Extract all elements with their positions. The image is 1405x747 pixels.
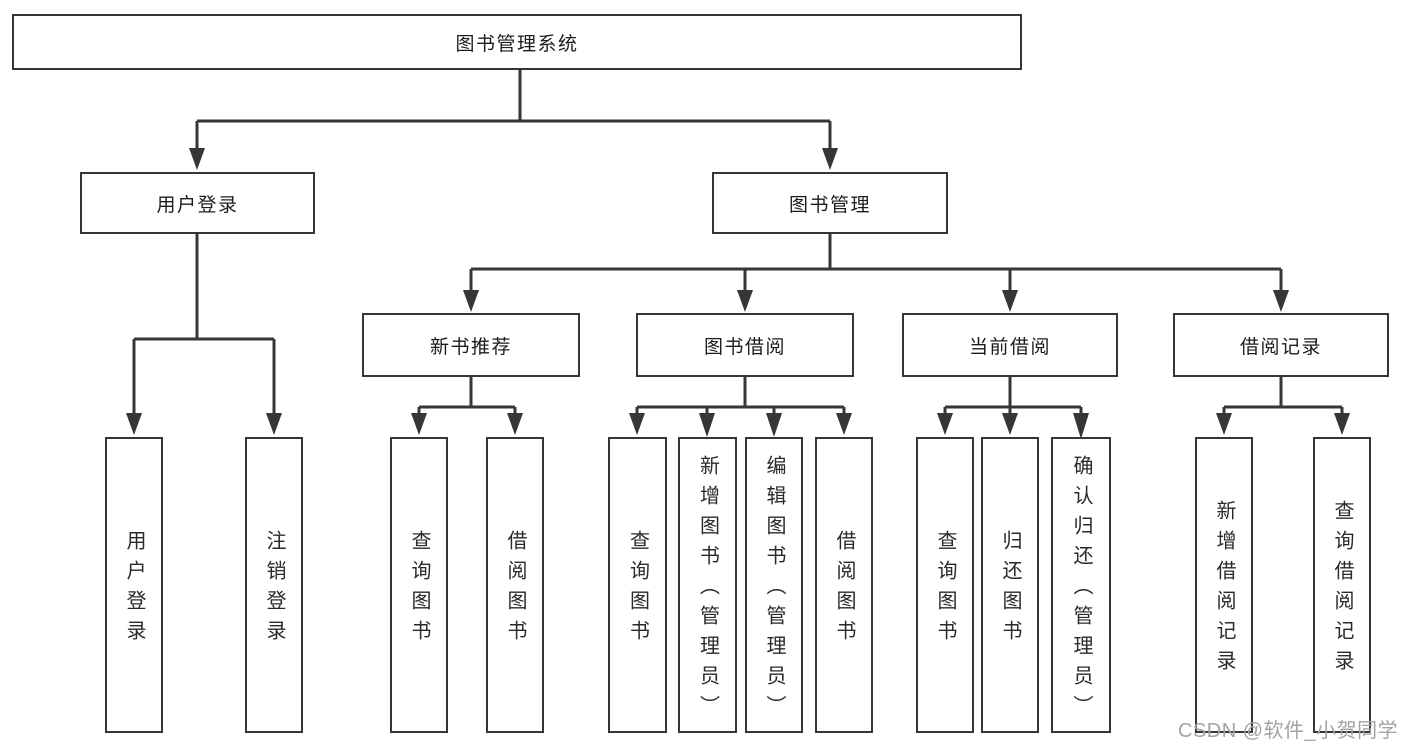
node-label: 注销登录	[263, 530, 285, 650]
node-label: 用户登录	[156, 194, 239, 216]
leaf-add-books-admin: 新增图书（管理员）	[678, 437, 737, 733]
node-label: 借阅图书	[833, 530, 855, 650]
leaf-user-login: 用户登录	[105, 437, 163, 733]
node-book-borrow: 图书借阅	[636, 313, 854, 377]
leaf-borrow-books-recommend: 借阅图书	[486, 437, 544, 733]
node-label: 新书推荐	[429, 336, 512, 358]
leaf-confirm-return-admin: 确认归还（管理员）	[1051, 437, 1111, 733]
node-label: 查询借阅记录	[1331, 500, 1353, 680]
leaf-borrow-books: 借阅图书	[815, 437, 873, 733]
node-label: 用户登录	[123, 530, 145, 650]
node-label: 查询图书	[626, 530, 649, 650]
node-label: 编辑图书（管理员）	[763, 455, 785, 725]
leaf-return-books: 归还图书	[981, 437, 1039, 733]
leaf-query-borrow-record: 查询借阅记录	[1313, 437, 1371, 733]
node-label: 借阅图书	[504, 530, 526, 650]
node-label: 查询图书	[934, 530, 956, 650]
node-label: 新增借阅记录	[1213, 500, 1235, 680]
leaf-query-books-borrow: 查询图书	[608, 437, 667, 733]
leaf-query-books-current: 查询图书	[916, 437, 974, 733]
leaf-add-borrow-record: 新增借阅记录	[1195, 437, 1253, 733]
node-new-book-recommend: 新书推荐	[362, 313, 580, 377]
node-book-management: 图书管理	[712, 172, 948, 234]
node-borrow-records: 借阅记录	[1173, 313, 1389, 377]
leaf-edit-books-admin: 编辑图书（管理员）	[745, 437, 803, 733]
node-label: 归还图书	[999, 530, 1021, 650]
node-library-management-system: 图书管理系统	[12, 14, 1022, 70]
node-label: 借阅记录	[1239, 336, 1322, 358]
node-label: 查询图书	[408, 530, 430, 650]
csdn-watermark: CSDN @软件_小贺同学	[1178, 720, 1399, 742]
leaf-query-books-recommend: 查询图书	[390, 437, 448, 733]
node-user-login: 用户登录	[80, 172, 315, 234]
node-label: 图书管理	[788, 194, 871, 216]
arrowheads	[126, 148, 1350, 439]
leaf-logout: 注销登录	[245, 437, 303, 733]
node-label: 确认归还（管理员）	[1070, 455, 1092, 725]
node-label: 新增图书（管理员）	[696, 455, 719, 725]
node-label: 图书借阅	[703, 336, 786, 358]
node-current-borrow: 当前借阅	[902, 313, 1118, 377]
node-label: 图书管理系统	[455, 33, 579, 55]
node-label: 当前借阅	[968, 336, 1051, 358]
